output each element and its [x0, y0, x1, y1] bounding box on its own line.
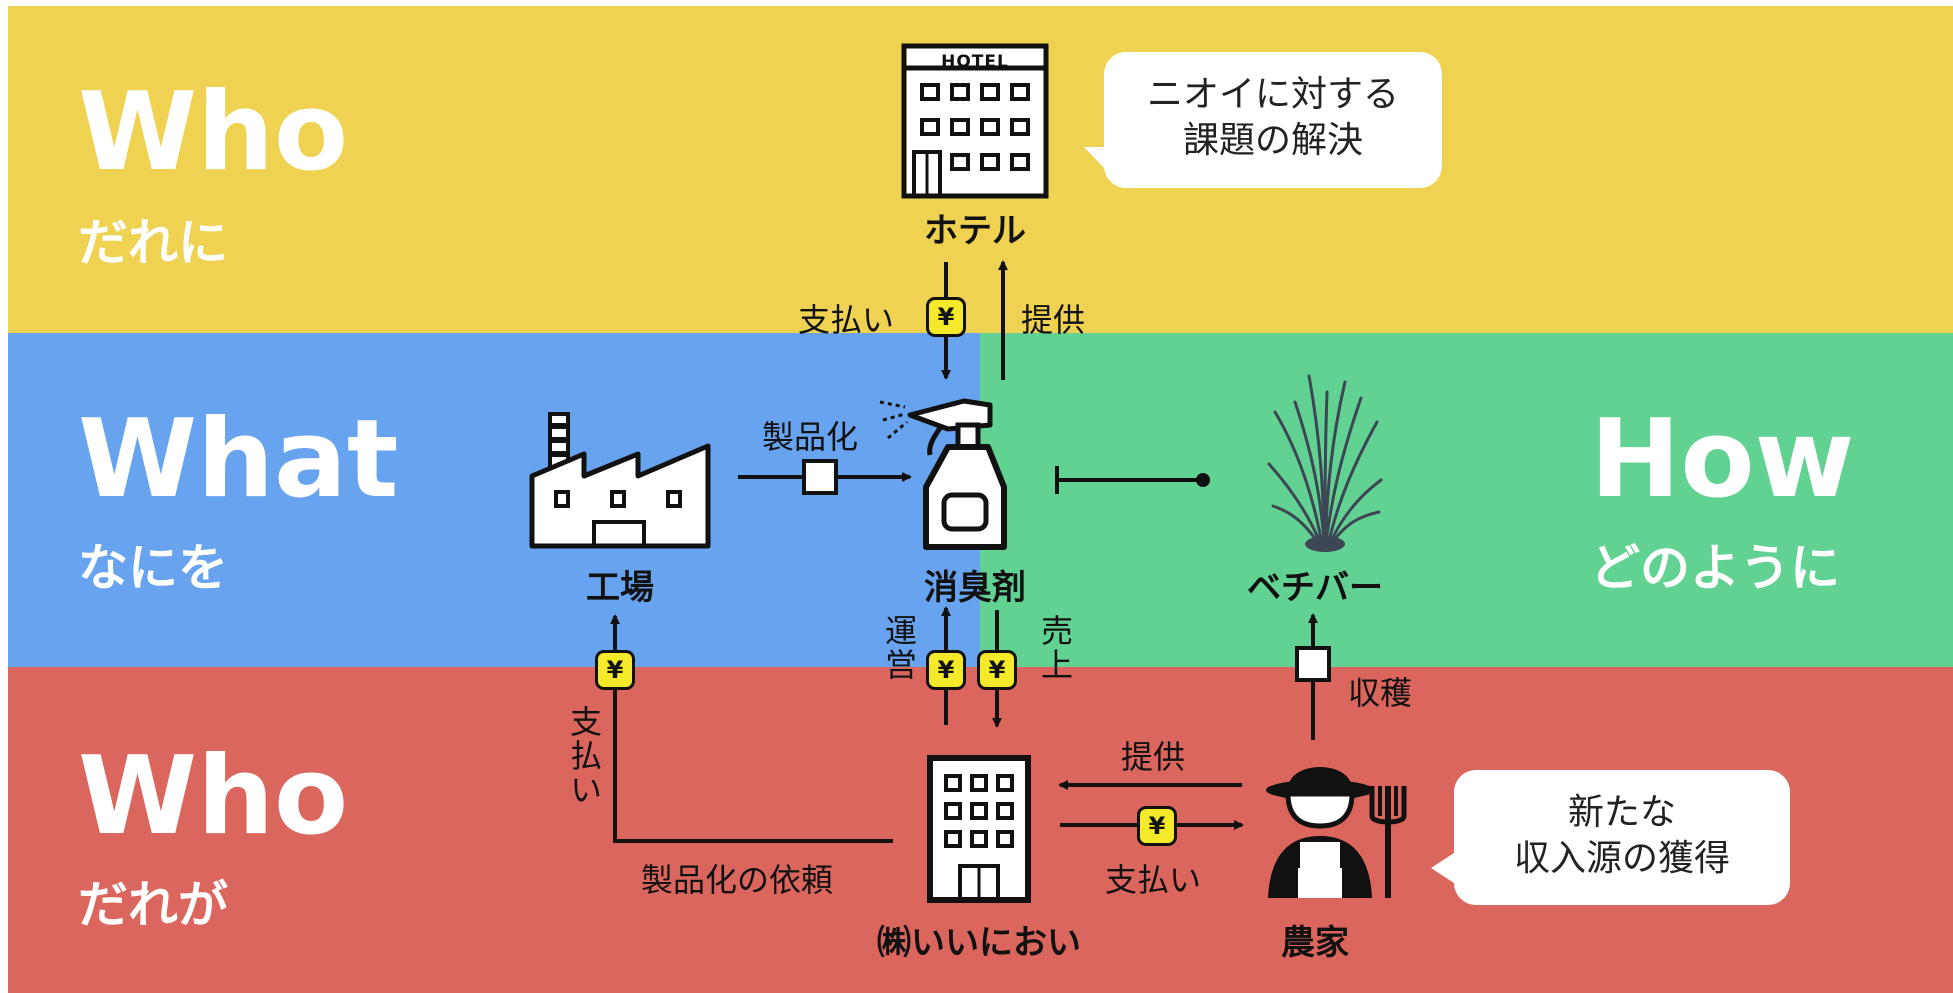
- how-subtitle: どのように: [1590, 539, 1840, 597]
- hotel-building-icon: [901, 43, 1049, 199]
- vetiver-label: ベチバー: [1247, 568, 1383, 608]
- how-title: How: [1590, 397, 1855, 522]
- sales-yen-icon: ¥: [977, 650, 1017, 690]
- farmer-payment-yen-icon: ¥: [1137, 806, 1177, 846]
- productize-label: 製品化: [762, 418, 859, 456]
- productize-request-label: 製品化の依頼: [641, 861, 834, 899]
- factory-payment-yen-icon: ¥: [595, 650, 635, 690]
- hotel-bubble-line-2: 課題の解決: [1182, 120, 1363, 161]
- operate-label: 運営: [880, 614, 918, 682]
- what-band: [8, 333, 980, 667]
- farmer-bubble-line-2: 収入源の獲得: [1513, 838, 1730, 879]
- hotel-bubble-line-1: ニオイに対する: [1146, 74, 1399, 115]
- what-title: What: [78, 397, 399, 522]
- hotel-payment-label: 支払い: [798, 301, 895, 339]
- who-actor-title: Who: [78, 734, 349, 859]
- factory-label: 工場: [586, 568, 654, 608]
- hotel-provide-label: 提供: [1021, 301, 1086, 339]
- farmer-bubble-line-1: 新たな: [1567, 792, 1676, 833]
- harvest-square-icon: [1295, 646, 1331, 682]
- hotel-payment-yen-icon: ¥: [926, 297, 966, 337]
- farmer-label: 農家: [1281, 923, 1349, 963]
- company-label: ㈱いいにおい: [877, 923, 1081, 963]
- hotel-label: ホテル: [924, 211, 1026, 251]
- hotel-sign-text: HOTEL: [941, 52, 1009, 72]
- harvest-label: 収穫: [1348, 674, 1413, 712]
- sales-label: 売上: [1036, 614, 1074, 682]
- deodorant-label: 消臭剤: [924, 568, 1026, 608]
- spray-bottle-icon: [907, 398, 1007, 550]
- factory-payment-label: 支払い: [565, 705, 603, 807]
- product-square-icon: [802, 459, 838, 495]
- who-target-title: Who: [78, 70, 349, 195]
- operate-yen-icon: ¥: [926, 650, 966, 690]
- how-band: [980, 333, 1953, 667]
- grass-plant-icon: [1267, 374, 1383, 552]
- farmer-payment-label: 支払い: [1105, 861, 1202, 899]
- who-actor-subtitle: だれが: [78, 876, 228, 934]
- farmer-icon: [1266, 767, 1407, 898]
- office-building-icon: [927, 755, 1031, 903]
- what-subtitle: なにを: [78, 539, 228, 597]
- farmer-provide-label: 提供: [1121, 738, 1186, 776]
- factory-icon: [529, 412, 711, 549]
- farmer-speech-bubble: 新たな 収入源の獲得: [1454, 770, 1790, 905]
- who-target-subtitle: だれに: [78, 214, 228, 272]
- hotel-speech-bubble: ニオイに対する 課題の解決: [1104, 52, 1442, 188]
